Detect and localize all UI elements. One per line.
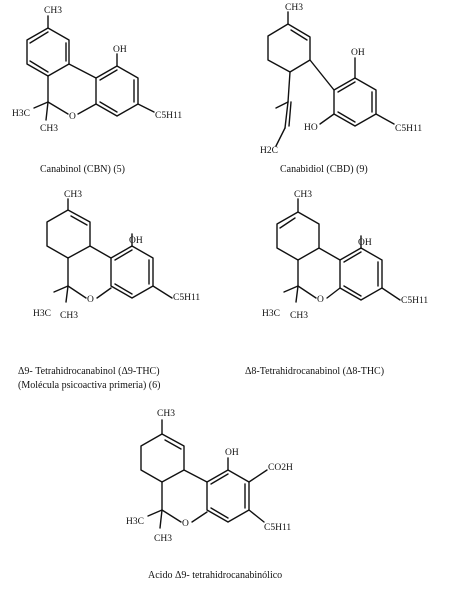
cbn-caption: Canabinol (CBN) (5) (40, 164, 125, 175)
delta9-thc-pentyl-label: C5H11 (173, 293, 200, 303)
delta9-thc-caption-line2: (Molécula psicoactiva primeria) (6) (18, 380, 160, 391)
delta9-thc-bonds (46, 198, 173, 303)
cbn-ch3-gem-label: CH3 (40, 124, 58, 134)
delta8-thc-ch3-gem-label: CH3 (290, 311, 308, 321)
delta8-thc-pentyl-label: C5H11 (401, 296, 428, 306)
thca-ring-oxygen-label: O (182, 519, 189, 529)
thca-h3c-label: H3C (126, 517, 144, 527)
delta9-thc-ch3-label: CH3 (64, 190, 82, 200)
delta9-thc-oh-label: OH (129, 236, 143, 246)
cbn-h3c-label: H3C (12, 109, 30, 119)
cbd-ch3-label: CH3 (285, 3, 303, 13)
thca-acid-label: CO2H (268, 463, 293, 473)
delta9-thc-caption-line1: Δ9- Tetrahidrocanabinol (Δ9-THC) (18, 366, 160, 377)
delta8-thc-h3c-label: H3C (262, 309, 280, 319)
molecule-thca: CH3 OH CO2H H3C CH3 O C5H11 Acido Δ9- te… (126, 409, 293, 581)
delta9-thc-ch3-gem-label: CH3 (60, 311, 78, 321)
molecule-cbn: CH3 OH H3C CH3 O C5H11 Canabinol (CBN) (… (12, 6, 182, 175)
cbn-oh-label: OH (113, 45, 127, 55)
cbd-pentyl-label: C5H11 (395, 124, 422, 134)
molecule-delta9-thc: CH3 OH H3C CH3 O C5H11 Δ9- Tetrahidrocan… (18, 190, 200, 391)
cbn-ring-oxygen-label: O (69, 112, 76, 122)
thca-oh-label: OH (225, 448, 239, 458)
thca-ch3-label: CH3 (157, 409, 175, 419)
thca-pentyl-label: C5H11 (264, 523, 291, 533)
delta9-thc-h3c-label: H3C (33, 309, 51, 319)
delta8-thc-caption: Δ8-Tetrahidrocanabinol (Δ8-THC) (245, 366, 384, 377)
delta9-thc-ring-oxygen-label: O (87, 295, 94, 305)
delta8-thc-oh-label: OH (358, 238, 372, 248)
delta8-thc-bonds (276, 198, 401, 303)
thca-caption: Acido Δ9- tetrahidrocanabinólico (148, 570, 282, 581)
cbd-bonds (267, 11, 395, 147)
cbn-bonds (26, 15, 155, 121)
thca-bonds (140, 419, 268, 529)
cbd-ho-label: HO (304, 123, 318, 133)
molecule-delta8-thc: CH3 OH H3C CH3 O C5H11 Δ8-Tetrahidrocana… (245, 190, 428, 377)
cbd-oh-top-label: OH (351, 48, 365, 58)
cbn-ch3-label: CH3 (44, 6, 62, 16)
cbd-vinyl-label: H2C (260, 146, 278, 156)
molecule-cbd: CH3 OH HO C5H11 H2C Canabidiol (CBD) (9) (260, 3, 422, 175)
delta8-thc-ring-oxygen-label: O (317, 295, 324, 305)
delta8-thc-ch3-label: CH3 (294, 190, 312, 200)
cbd-caption: Canabidiol (CBD) (9) (280, 164, 368, 175)
cbn-pentyl-label: C5H11 (155, 111, 182, 121)
thca-ch3-gem-label: CH3 (154, 534, 172, 544)
